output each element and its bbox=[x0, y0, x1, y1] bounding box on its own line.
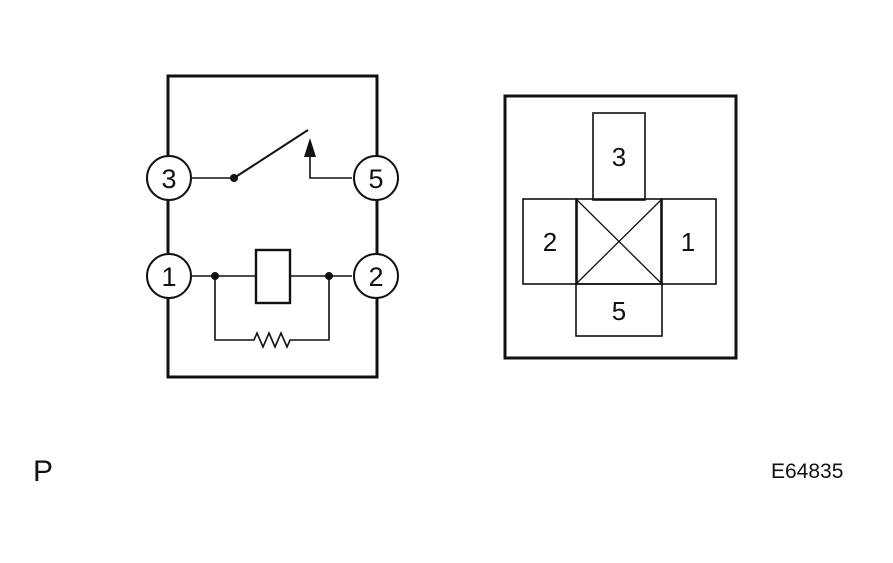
pin-1-slot bbox=[660, 198, 717, 285]
terminal-5-label: 5 bbox=[368, 164, 383, 194]
figure-code: E64835 bbox=[771, 460, 844, 483]
terminal-3-circle bbox=[146, 155, 192, 201]
connector-view bbox=[503, 94, 738, 360]
switch-blade bbox=[233, 129, 309, 179]
connector-frame bbox=[503, 94, 738, 360]
center-blank bbox=[575, 198, 663, 285]
terminal-3-label: 3 bbox=[161, 164, 176, 194]
relay-housing bbox=[166, 74, 379, 379]
pin-1-label: 1 bbox=[681, 227, 695, 257]
contact-arrow bbox=[304, 138, 316, 157]
center-cross-b bbox=[575, 198, 663, 285]
pin-2-slot bbox=[522, 198, 578, 285]
relay-schematic bbox=[146, 74, 399, 379]
coil bbox=[254, 248, 292, 305]
pin-5-label: 5 bbox=[612, 296, 626, 326]
wire-terminal-5 bbox=[309, 148, 352, 179]
corner-mark: P bbox=[33, 455, 54, 488]
resistor-branch-wire bbox=[214, 276, 330, 350]
terminal-5-circle bbox=[353, 155, 399, 201]
terminal-2-circle bbox=[353, 253, 399, 299]
terminal-1-label: 1 bbox=[161, 262, 176, 292]
pin-2-label: 2 bbox=[543, 227, 557, 257]
terminal-2-label: 2 bbox=[368, 262, 383, 292]
terminal-1-circle bbox=[146, 253, 192, 299]
switch-pivot-dot bbox=[230, 174, 238, 182]
pin-3-label: 3 bbox=[612, 142, 626, 172]
pin-3-slot bbox=[592, 112, 646, 201]
